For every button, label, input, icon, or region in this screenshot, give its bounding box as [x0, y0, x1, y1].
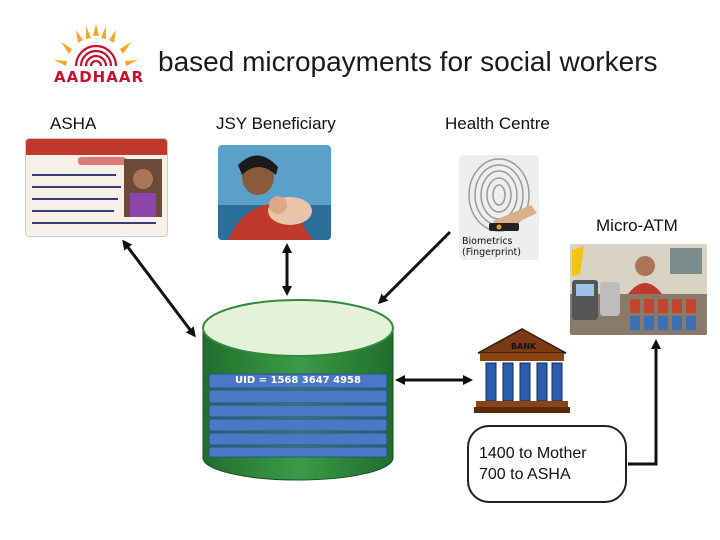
asha-id-card-image [25, 138, 168, 237]
jsy-beneficiary-image [218, 145, 331, 240]
micro-atm-image [570, 244, 707, 335]
asha-label: ASHA [50, 114, 97, 133]
uid-database-cylinder [202, 299, 394, 481]
fingerprint-caption: Biometrics (Fingerprint) [462, 236, 521, 258]
fingerprint-scanner-image [459, 155, 539, 260]
health-centre-label: Health Centre [445, 114, 550, 133]
payment-note-asha: 700 to ASHA [479, 466, 571, 483]
payment-micro-atm-connector [628, 339, 661, 466]
payment-note-box: 1400 to Mother 700 to ASHA [467, 425, 627, 503]
aadhaar-logo-text: AADHAAR [54, 68, 144, 86]
page-title: based micropayments for social workers [158, 46, 658, 77]
bank-sign: BANK [511, 342, 537, 351]
uid-record-label: UID = 1568 3647 4958 [235, 375, 361, 386]
jsy-beneficiary-label: JSY Beneficiary [216, 114, 336, 133]
micro-atm-label: Micro-ATM [596, 216, 678, 235]
health-centre-database-arrow [377, 230, 452, 305]
aadhaar-sun-icon [54, 24, 138, 67]
bank-building-icon [474, 327, 570, 415]
payment-note-mother: 1400 to Mother [479, 445, 587, 462]
asha-database-arrow [122, 239, 196, 338]
fingerprint-caption-line2: (Fingerprint) [462, 247, 521, 258]
aadhaar-logo [46, 20, 146, 90]
fingerprint-caption-line1: Biometrics [462, 236, 513, 247]
